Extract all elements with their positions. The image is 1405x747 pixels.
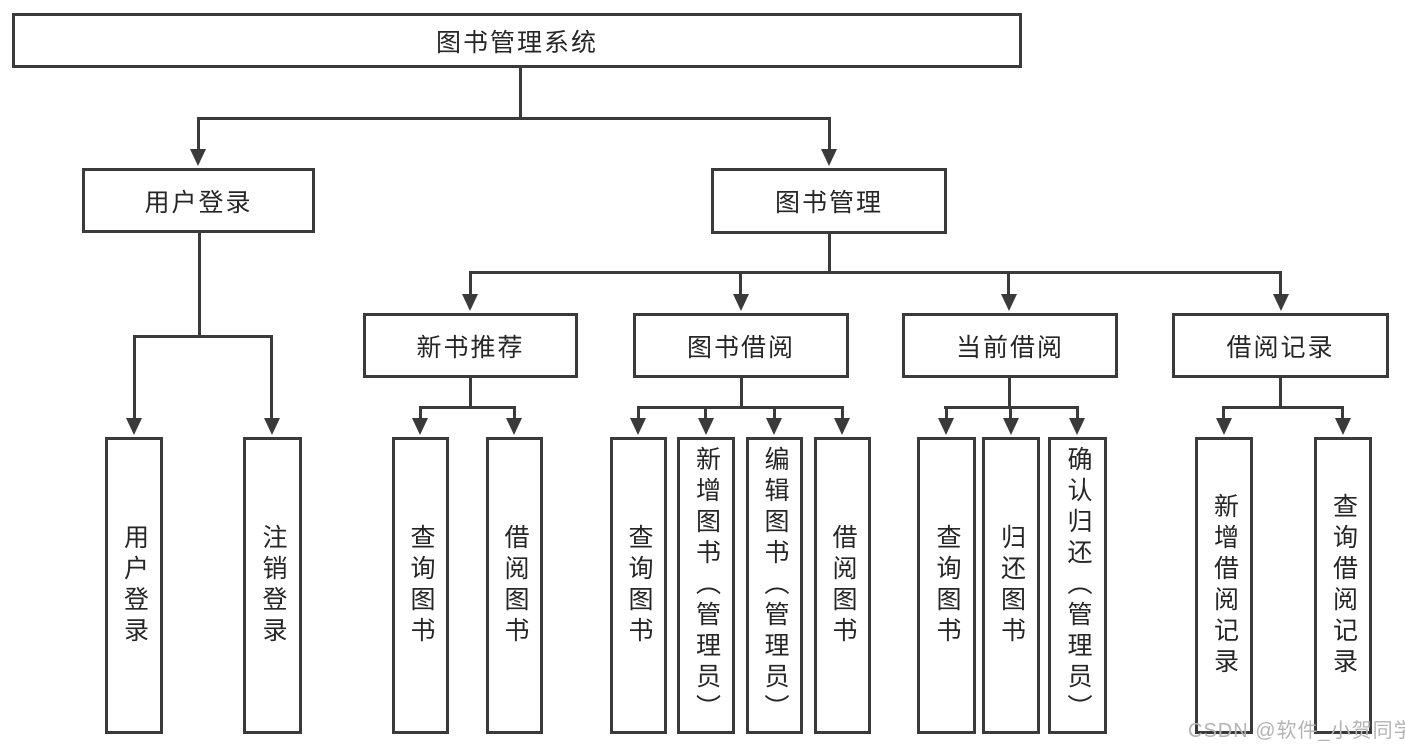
connector-leaf — [704, 406, 707, 424]
connector-book-management-stem — [828, 234, 831, 273]
connector-to-borrowing-records — [1279, 271, 1282, 297]
connector-book-borrowing-stem — [740, 378, 743, 408]
connector-root-stem — [519, 68, 522, 119]
connector-to-logout-leaf — [270, 335, 273, 421]
node-book-management-label: 图书管理 — [774, 189, 883, 217]
node-logout: 注销登录 — [243, 437, 302, 734]
connector-current-borrowing-stem — [1008, 378, 1011, 408]
connector-to-new-book — [469, 271, 472, 297]
node-root: 图书管理系统 — [12, 13, 1022, 68]
arrowhead-book-management — [821, 149, 837, 166]
node-query-books-current: 查询图书 — [917, 437, 976, 734]
node-borrowing-records: 借阅记录 — [1172, 313, 1389, 378]
arrowhead-leaf — [1335, 418, 1351, 435]
connector-to-current-borrowing — [1007, 271, 1010, 297]
connector-new-book-stem — [469, 378, 472, 408]
arrowhead-book-borrowing — [733, 294, 749, 311]
connector-user-login-stem — [198, 233, 201, 338]
arrowhead-leaf — [698, 418, 714, 435]
connector-borrowing-records-stem — [1279, 378, 1282, 408]
node-borrow-books-borrowing: 借阅图书 — [814, 437, 871, 734]
node-edit-book-admin: 编辑图书（管理员） — [746, 437, 803, 734]
node-user-login: 用户登录 — [82, 168, 315, 233]
node-add-borrow-record: 新增借阅记录 — [1195, 437, 1253, 734]
arrowhead-leaf — [630, 418, 646, 435]
arrowhead-leaf — [506, 418, 522, 435]
arrowhead-login-leaf — [126, 418, 142, 435]
connector-level2-split — [197, 117, 831, 120]
connector-leaf — [1222, 406, 1225, 424]
node-query-borrow-record: 查询借阅记录 — [1314, 437, 1372, 734]
arrowhead-leaf — [1069, 418, 1085, 435]
connector-to-book-borrowing — [739, 271, 742, 297]
connector-leaf — [1076, 406, 1079, 424]
node-return-books: 归还图书 — [982, 437, 1040, 734]
arrowhead-leaf — [938, 418, 954, 435]
node-new-book-label: 新书推荐 — [416, 333, 525, 362]
node-new-book-recommendation: 新书推荐 — [363, 313, 578, 378]
node-book-borrowing: 图书借阅 — [633, 313, 849, 378]
node-root-label: 图书管理系统 — [435, 28, 598, 57]
node-confirm-return-admin: 确认归还（管理员） — [1048, 437, 1107, 734]
watermark-text: CSDN @软件_小贺同学 — [1188, 720, 1405, 742]
node-borrow-books-recommend: 借阅图书 — [486, 437, 543, 734]
connector-leaf — [513, 406, 516, 424]
node-current-borrowing-label: 当前借阅 — [955, 333, 1064, 362]
connector-leaf — [945, 406, 948, 424]
node-add-book-admin: 新增图书（管理员） — [677, 437, 735, 734]
arrowhead-leaf — [412, 418, 428, 435]
node-current-borrowing: 当前借阅 — [902, 313, 1118, 378]
connector-level3-split — [469, 271, 1281, 274]
arrowhead-user-login — [190, 149, 206, 166]
connector-new-book-split — [419, 406, 516, 409]
connector-borrowing-records-split — [1222, 406, 1344, 409]
connector-leaf — [419, 406, 422, 424]
arrowhead-borrowing-records — [1273, 294, 1289, 311]
connector-leaf — [637, 406, 640, 424]
connector-leaf — [841, 406, 844, 424]
connector-to-user-login — [197, 117, 200, 153]
connector-leaf — [773, 406, 776, 424]
node-book-management: 图书管理 — [711, 168, 947, 234]
node-query-books-borrowing: 查询图书 — [610, 437, 667, 734]
arrowhead-leaf — [766, 418, 782, 435]
node-user-login-label: 用户登录 — [144, 188, 253, 217]
connector-user-login-split — [133, 335, 273, 338]
connector-leaf — [1341, 406, 1344, 424]
node-query-books-recommend: 查询图书 — [392, 437, 449, 734]
connector-book-borrowing-split — [637, 406, 844, 409]
connector-to-login-leaf — [133, 335, 136, 421]
arrowhead-leaf — [1216, 418, 1232, 435]
connector-leaf — [1009, 406, 1012, 424]
arrowhead-new-book — [462, 294, 478, 311]
arrowhead-leaf — [834, 418, 850, 435]
node-book-borrowing-label: 图书借阅 — [686, 333, 795, 362]
arrowhead-logout-leaf — [264, 418, 280, 435]
node-borrowing-records-label: 借阅记录 — [1226, 333, 1335, 362]
node-user-login-leaf: 用户登录 — [105, 437, 163, 734]
arrowhead-current-borrowing — [1001, 294, 1017, 311]
arrowhead-leaf — [1003, 418, 1019, 435]
connector-to-book-management — [828, 117, 831, 153]
